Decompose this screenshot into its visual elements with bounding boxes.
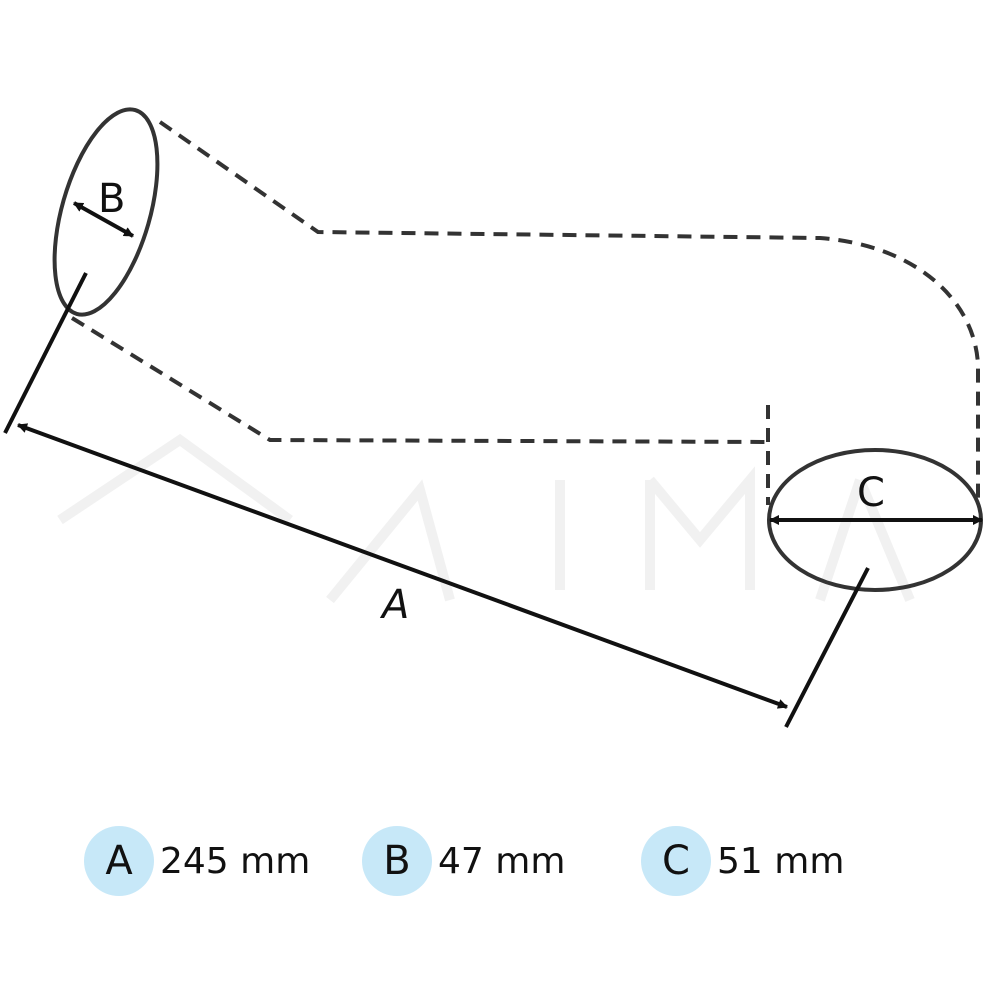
legend-badge-b: B [362,826,432,896]
dimension-a-extension-right [784,567,870,728]
hose-bottom-edge [70,316,769,444]
hose-end-left [52,107,160,317]
legend-value-a: 245 mm [160,840,311,882]
dimension-c-label: C [857,470,885,516]
hose-outline [70,120,980,505]
legend-value-b: 47 mm [438,840,566,882]
dimension-b-label: B [98,176,125,222]
dimension-a-arrow [17,423,788,709]
legend-badge-c: C [641,826,711,896]
dimension-legend: A 245 mm B 47 mm C 51 mm [84,826,904,896]
dimension-b-arrow [73,201,134,238]
dimension-a-label: A [379,582,409,628]
dimension-a-extension-left [3,272,88,434]
legend-item-b: B 47 mm [362,826,565,896]
legend-item-c: C 51 mm [641,826,844,896]
legend-badge-a: A [84,826,154,896]
hose-top-edge [158,120,980,500]
legend-value-c: 51 mm [717,840,845,882]
legend-item-a: A 245 mm [84,826,310,896]
